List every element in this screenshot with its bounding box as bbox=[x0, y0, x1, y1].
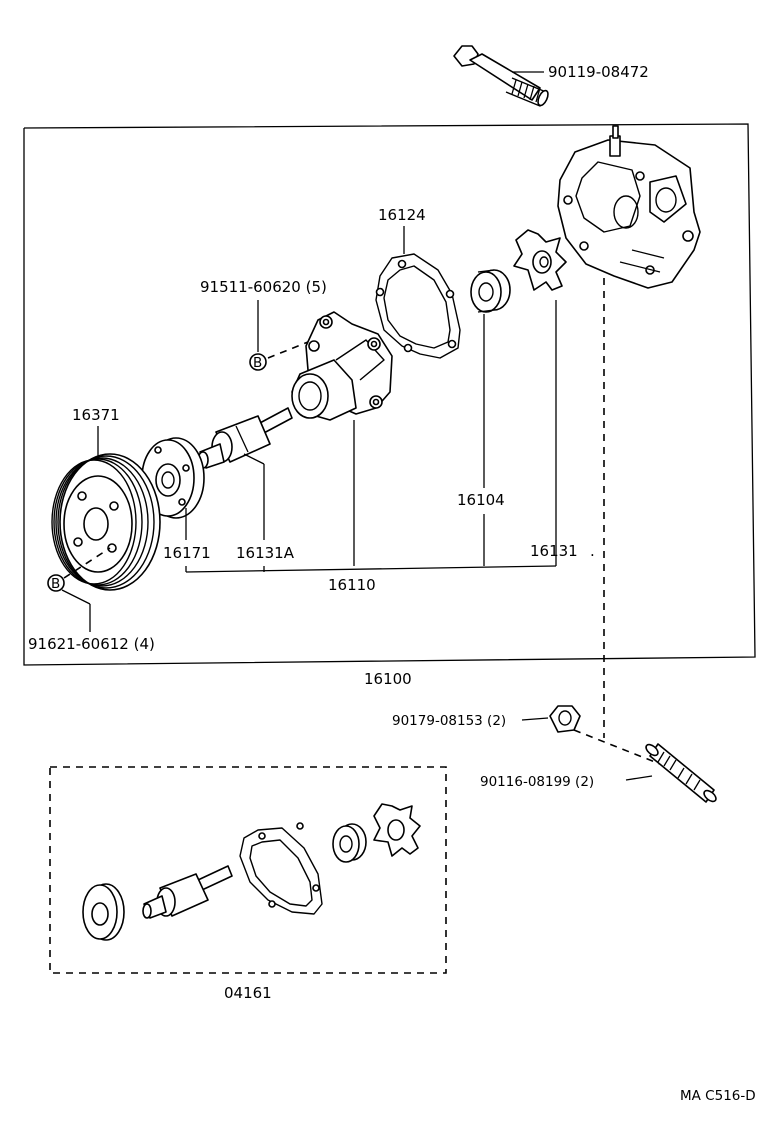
gasket-part bbox=[375, 253, 461, 359]
label-pump-body: 16110 bbox=[328, 576, 376, 594]
b-marker-1-icon bbox=[249, 353, 267, 371]
housing-part bbox=[557, 125, 701, 289]
label-gasket: 16124 bbox=[378, 206, 426, 224]
label-pulley: 16371 bbox=[72, 406, 120, 424]
kit-shaft-bearing-part bbox=[142, 865, 233, 919]
b-marker-2-icon bbox=[47, 574, 65, 592]
label-assembly: 16100 bbox=[364, 670, 412, 688]
label-stud: 90116-08199 (2) bbox=[480, 774, 594, 790]
assembly-frame bbox=[23, 123, 756, 666]
label-rotor: 16131 bbox=[530, 542, 578, 560]
shaft-bearing-part bbox=[197, 407, 293, 469]
label-flange: 16171 bbox=[163, 544, 211, 562]
kit-flange-part bbox=[82, 883, 125, 941]
label-seal: 16104 bbox=[457, 491, 505, 509]
seal-part bbox=[470, 269, 511, 313]
stud-part bbox=[645, 743, 717, 803]
label-bolt-top: 90119-08472 bbox=[548, 63, 649, 81]
kit-rotor-part bbox=[373, 803, 421, 857]
b-marker-2-label: B bbox=[51, 576, 60, 592]
pulley-part bbox=[51, 453, 161, 591]
svg-text:.: . bbox=[590, 542, 595, 560]
label-bolt-pulley: 91621-60612 (4) bbox=[28, 635, 155, 653]
nut-part bbox=[549, 705, 581, 733]
label-gasket-kit: 04161 bbox=[224, 984, 272, 1002]
gasket-kit-frame bbox=[49, 766, 447, 974]
bolt-top-part bbox=[453, 45, 549, 107]
kit-gasket-part bbox=[239, 822, 323, 915]
label-nut: 90179-08153 (2) bbox=[392, 713, 506, 729]
rotor-part bbox=[513, 229, 567, 291]
label-bolt-b: 91511-60620 (5) bbox=[200, 278, 327, 296]
kit-seal-part bbox=[332, 823, 367, 863]
figure-code: MA C516-D bbox=[680, 1088, 756, 1104]
label-shaft-bearing: 16131A bbox=[236, 544, 295, 562]
pump-body-part bbox=[291, 311, 393, 421]
b-marker-1-label: B bbox=[253, 355, 262, 371]
